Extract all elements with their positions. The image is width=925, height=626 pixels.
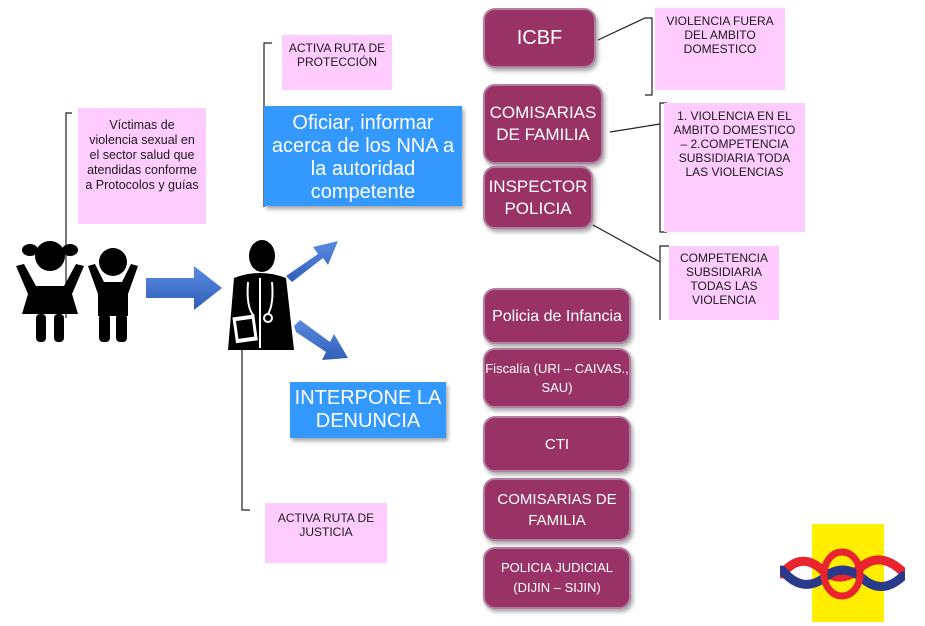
organization-logo (780, 524, 905, 622)
children-icon (16, 241, 138, 342)
arrow-icon (146, 266, 222, 310)
entity-inspector-policia: INSPECTOR POLICIA (483, 166, 593, 229)
comisarias-note-bracket (659, 102, 667, 233)
entity-comisarias-label: COMISARIAS DE FAMILIA (489, 103, 597, 144)
activa-ruta-proteccion-label: ACTIVA RUTA DE PROTECCIÓN (282, 35, 392, 90)
entity-comisarias-justicia: COMISARIAS DE FAMILIA (483, 478, 631, 541)
arrow-up-right-icon (286, 241, 338, 282)
entity-comisarias-justicia-label: COMISARIAS DE FAMILIA (497, 490, 617, 529)
arrow-down-right-icon (294, 320, 348, 360)
entity-inspector-label: INSPECTOR POLICIA (488, 176, 588, 218)
entity-cti-label: CTI (544, 435, 570, 453)
interpone-denuncia-box: INTERPONE LA DENUNCIA (290, 382, 446, 438)
entity-fiscalia-label: Fiscalía (URI – CAIVAS., SAU) (485, 361, 629, 395)
inspector-note-bracket (659, 245, 669, 320)
entity-policia-infancia-label: Policia de Infancia (492, 307, 622, 325)
entity-icbf: ICBF (483, 8, 596, 68)
justice-bracket-line (241, 340, 250, 511)
entity-comisarias-proteccion: COMISARIAS DE FAMILIA (483, 84, 603, 164)
note-inspector: COMPETENCIA SUBSIDIARIA TODAS LAS VIOLEN… (669, 246, 779, 320)
activa-ruta-justicia-label: ACTIVA RUTA DE JUSTICIA (265, 503, 387, 563)
entity-fiscalia: Fiscalía (URI – CAIVAS., SAU) (483, 348, 631, 408)
doctor-icon (228, 240, 294, 350)
inspector-connector (592, 224, 661, 263)
note-icbf: VIOLENCIA FUERA DEL AMBITO DOMESTICO (655, 8, 785, 90)
entity-policia-judicial-label: POLICIA JUDICIAL (DIJIN – SIJIN) (501, 560, 613, 595)
entity-policia-judicial: POLICIA JUDICIAL (DIJIN – SIJIN) (483, 547, 631, 609)
entity-cti: CTI (483, 416, 631, 472)
oficiar-box: Oficiar, informar acerca de los NNA a la… (264, 106, 462, 206)
entity-icbf-label: ICBF (516, 26, 563, 49)
icbf-connector (597, 17, 653, 96)
victims-note: Víctimas de violencia sexual en el secto… (78, 108, 206, 224)
entity-policia-infancia: Policia de Infancia (483, 288, 631, 344)
note-comisarias: 1. VIOLENCIA EN EL AMBITO DOMESTICO – 2.… (664, 103, 805, 232)
comisarias-connector (609, 123, 661, 133)
